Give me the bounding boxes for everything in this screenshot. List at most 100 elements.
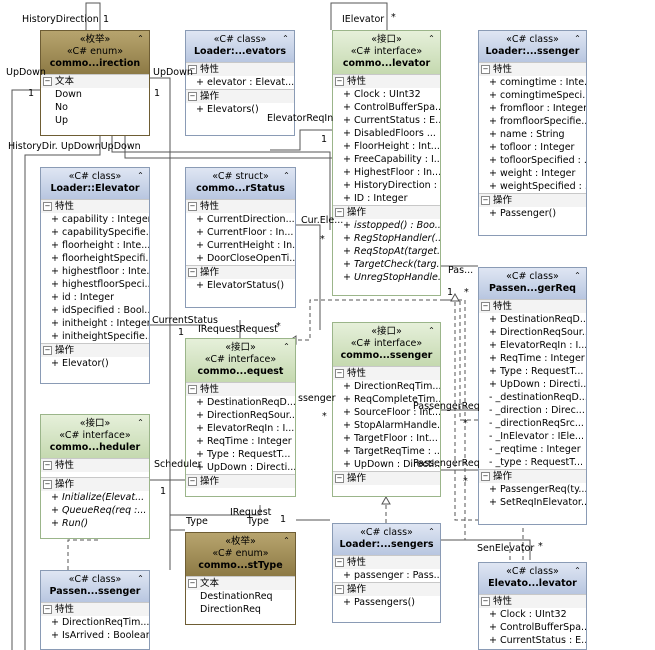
member-item[interactable]: + id : Integer — [51, 292, 115, 303]
class-loader-passenger[interactable]: ⌃ «C# class» Loader:...ssenger −特性 + com… — [478, 30, 587, 236]
operations-section[interactable]: −操作 — [41, 477, 149, 491]
collapse-icon[interactable]: ⌃ — [574, 566, 581, 575]
collapse-box-icon[interactable]: − — [188, 579, 197, 588]
operations-section[interactable]: −操作 — [333, 471, 440, 485]
member-item[interactable]: - _InElevator : IEle... — [489, 431, 584, 442]
literal-item[interactable]: DestinationReq — [200, 591, 273, 602]
collapse-box-icon[interactable]: − — [43, 461, 52, 470]
collapse-icon[interactable]: ⌃ — [283, 342, 290, 351]
member-item[interactable]: + fromfloor : Integer — [489, 103, 586, 114]
collapse-box-icon[interactable]: − — [43, 346, 52, 355]
interface-ielevator[interactable]: ⌃ «接口» «C# interface» commo...levator −特… — [332, 30, 441, 296]
enum-direction[interactable]: ⌃ «枚举» «C# enum» commo...irection −文本 Do… — [40, 30, 150, 136]
properties-section[interactable]: −特性 — [186, 199, 295, 213]
member-item[interactable]: + capability : Integer — [51, 214, 149, 225]
collapse-box-icon[interactable]: − — [43, 77, 52, 86]
member-item[interactable]: + Elevator() — [51, 358, 109, 369]
class-loader-elevator[interactable]: ⌃ «C# class» Loader::Elevator −特性 + capa… — [40, 167, 150, 384]
collapse-icon[interactable]: ⌃ — [574, 34, 581, 43]
class-passenger-bottom[interactable]: ⌃ «C# class» Passen...ssenger −特性 + Dire… — [40, 570, 150, 650]
member-item[interactable]: + Elevators() — [196, 104, 259, 115]
operations-section[interactable]: −操作 — [333, 205, 440, 219]
member-item[interactable]: + FreeCapability : I... — [343, 154, 440, 165]
collapse-box-icon[interactable]: − — [335, 77, 344, 86]
member-item[interactable]: + DoorCloseOpenTi... — [196, 253, 295, 264]
operations-section[interactable]: −操作 — [186, 265, 295, 279]
member-item[interactable]: + ReqTime : Integer — [196, 436, 292, 447]
properties-section[interactable]: −特性 — [186, 62, 294, 76]
properties-section[interactable]: −特性 — [333, 366, 440, 380]
collapse-icon[interactable]: ⌃ — [428, 34, 435, 43]
member-item[interactable]: + passenger : Pass... — [343, 570, 440, 581]
collapse-icon[interactable]: ⌃ — [282, 34, 289, 43]
operations-section[interactable]: −操作 — [186, 89, 294, 103]
member-item[interactable]: - _destinationReqD... — [489, 392, 586, 403]
member-item[interactable]: + ElevatorReqIn : I... — [489, 340, 586, 351]
member-item[interactable]: + UnregStopHandle... — [343, 272, 440, 283]
properties-section[interactable]: −特性 — [479, 594, 586, 608]
member-item[interactable]: + SetReqInElevator... — [489, 497, 586, 508]
member-item[interactable]: + fromfloorSpecifie... — [489, 116, 586, 127]
operations-section[interactable]: −操作 — [479, 469, 586, 483]
collapse-box-icon[interactable]: − — [335, 208, 344, 217]
member-item[interactable]: + initheightSpecifie... — [51, 331, 149, 342]
member-item[interactable]: + CurrentDirection... — [196, 214, 295, 225]
properties-section[interactable]: −特性 — [333, 555, 440, 569]
member-item[interactable]: + ReqCompleteTim... — [343, 394, 440, 405]
literal-item[interactable]: DirectionReq — [200, 604, 261, 615]
member-item[interactable]: + StopAlarmHandle... — [343, 420, 440, 431]
member-item[interactable]: + UpDown : Directi... — [489, 379, 586, 390]
member-item[interactable]: - _direction : Direc... — [489, 405, 585, 416]
collapse-box-icon[interactable]: − — [188, 385, 197, 394]
member-item[interactable]: + TargetCheck(targ... — [343, 259, 440, 270]
member-item[interactable]: + floorheight : Inte... — [51, 240, 149, 251]
literal-item[interactable]: No — [55, 102, 68, 113]
member-item[interactable]: + Clock : UInt32 — [343, 89, 421, 100]
operations-section[interactable]: −操作 — [333, 582, 440, 596]
member-item[interactable]: + weightSpecified : ... — [489, 181, 586, 192]
member-item[interactable]: + FloorHeight : Int... — [343, 141, 440, 152]
member-item[interactable]: + isstopped() : Boo... — [343, 220, 440, 231]
collapse-box-icon[interactable]: − — [188, 65, 197, 74]
collapse-icon[interactable]: ⌃ — [137, 574, 144, 583]
struct-elevator-status[interactable]: ⌃ «C# struct» commo...rStatus −特性 + Curr… — [185, 167, 296, 308]
member-item[interactable]: + CurrentStatus : E... — [343, 115, 440, 126]
member-item[interactable]: + highestfloorSpeci... — [51, 279, 149, 290]
member-item[interactable]: + TargetReqTime : ... — [343, 446, 440, 457]
member-item[interactable]: + PassengerReq(ty... — [489, 484, 586, 495]
class-passenger-req[interactable]: ⌃ «C# class» Passen...gerReq −特性 + Desti… — [478, 267, 587, 525]
member-item[interactable]: + QueueReq(req :... — [51, 505, 147, 516]
collapse-box-icon[interactable]: − — [335, 369, 344, 378]
member-item[interactable]: + DestinationReqD... — [489, 314, 586, 325]
properties-section[interactable]: −特性 — [41, 458, 149, 472]
collapse-box-icon[interactable]: − — [481, 597, 490, 606]
member-item[interactable]: + tofloor : Integer — [489, 142, 575, 153]
operations-section[interactable]: −操作 — [479, 193, 586, 207]
properties-section[interactable]: −特性 — [479, 299, 586, 313]
properties-section[interactable]: −特性 — [41, 602, 149, 616]
collapse-box-icon[interactable]: − — [43, 605, 52, 614]
literal-item[interactable]: Down — [55, 89, 82, 100]
member-item[interactable]: + ReqStopAt(target... — [343, 246, 440, 257]
member-item[interactable]: + Passenger() — [489, 208, 557, 219]
member-item[interactable]: + CurrentStatus : E... — [489, 635, 586, 646]
collapse-box-icon[interactable]: − — [43, 202, 52, 211]
collapse-icon[interactable]: ⌃ — [283, 171, 290, 180]
properties-section[interactable]: −特性 — [479, 62, 586, 76]
member-item[interactable]: + CurrentHeight : In... — [196, 240, 295, 251]
collapse-box-icon[interactable]: − — [335, 558, 344, 567]
operations-section[interactable]: −操作 — [41, 343, 149, 357]
collapse-box-icon[interactable]: − — [43, 480, 52, 489]
collapse-box-icon[interactable]: − — [335, 474, 344, 483]
class-elevator-bottom[interactable]: ⌃ «C# class» Elevato...levator −特性 + Clo… — [478, 562, 587, 650]
member-item[interactable]: + TargetFloor : Int... — [343, 433, 438, 444]
properties-section[interactable]: −特性 — [186, 382, 295, 396]
collapse-icon[interactable]: ⌃ — [574, 271, 581, 280]
properties-section[interactable]: −特性 — [41, 199, 149, 213]
properties-section[interactable]: −特性 — [333, 74, 440, 88]
collapse-box-icon[interactable]: − — [188, 268, 197, 277]
member-item[interactable]: + name : String — [489, 129, 565, 140]
member-item[interactable]: + Passengers() — [343, 597, 416, 608]
collapse-icon[interactable]: ⌃ — [137, 34, 144, 43]
member-item[interactable]: + comingtimeSpeci... — [489, 90, 586, 101]
